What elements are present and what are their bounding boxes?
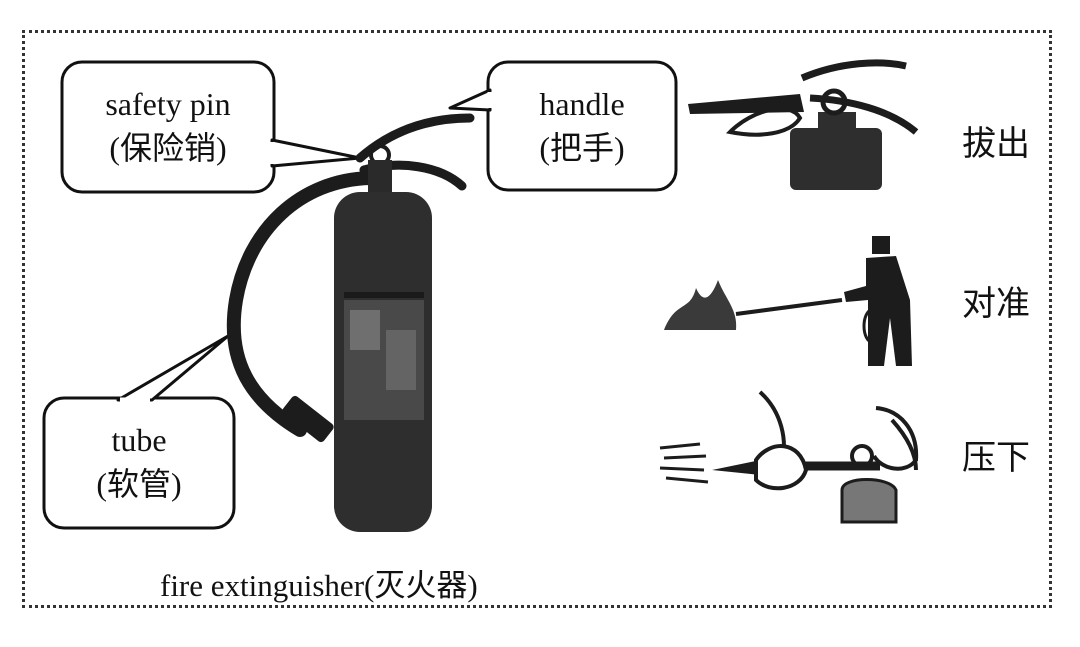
tube-en: tube <box>111 422 167 458</box>
aim-at-fire-icon <box>664 236 912 366</box>
callout-handle-label: handle (把手) <box>488 82 676 170</box>
handle-en: handle <box>539 86 625 122</box>
step-squeeze-label: 压下 <box>962 438 1030 478</box>
callout-safety-pin-bubble <box>60 60 362 194</box>
callout-tube-bubble <box>42 334 236 530</box>
step-aim-label: 对准 <box>962 284 1030 324</box>
safety-pin-zh: (保险销) <box>109 130 227 166</box>
tube-zh: (软管) <box>96 466 182 502</box>
callout-safety-pin-label: safety pin (保险销) <box>62 82 274 170</box>
handle-zh: (把手) <box>539 130 625 166</box>
pull-pin-icon <box>688 59 919 190</box>
callout-handle-bubble <box>448 60 678 192</box>
fire-extinguisher-icon <box>226 113 475 532</box>
figure-caption: fire extinguisher(灭火器) <box>160 568 478 603</box>
callout-tube-label: tube (软管) <box>44 418 234 506</box>
dotted-frame <box>22 30 1052 608</box>
safety-pin-en: safety pin <box>105 86 231 122</box>
squeeze-handle-icon <box>659 390 919 524</box>
step-pull-label: 拔出 <box>962 124 1030 164</box>
